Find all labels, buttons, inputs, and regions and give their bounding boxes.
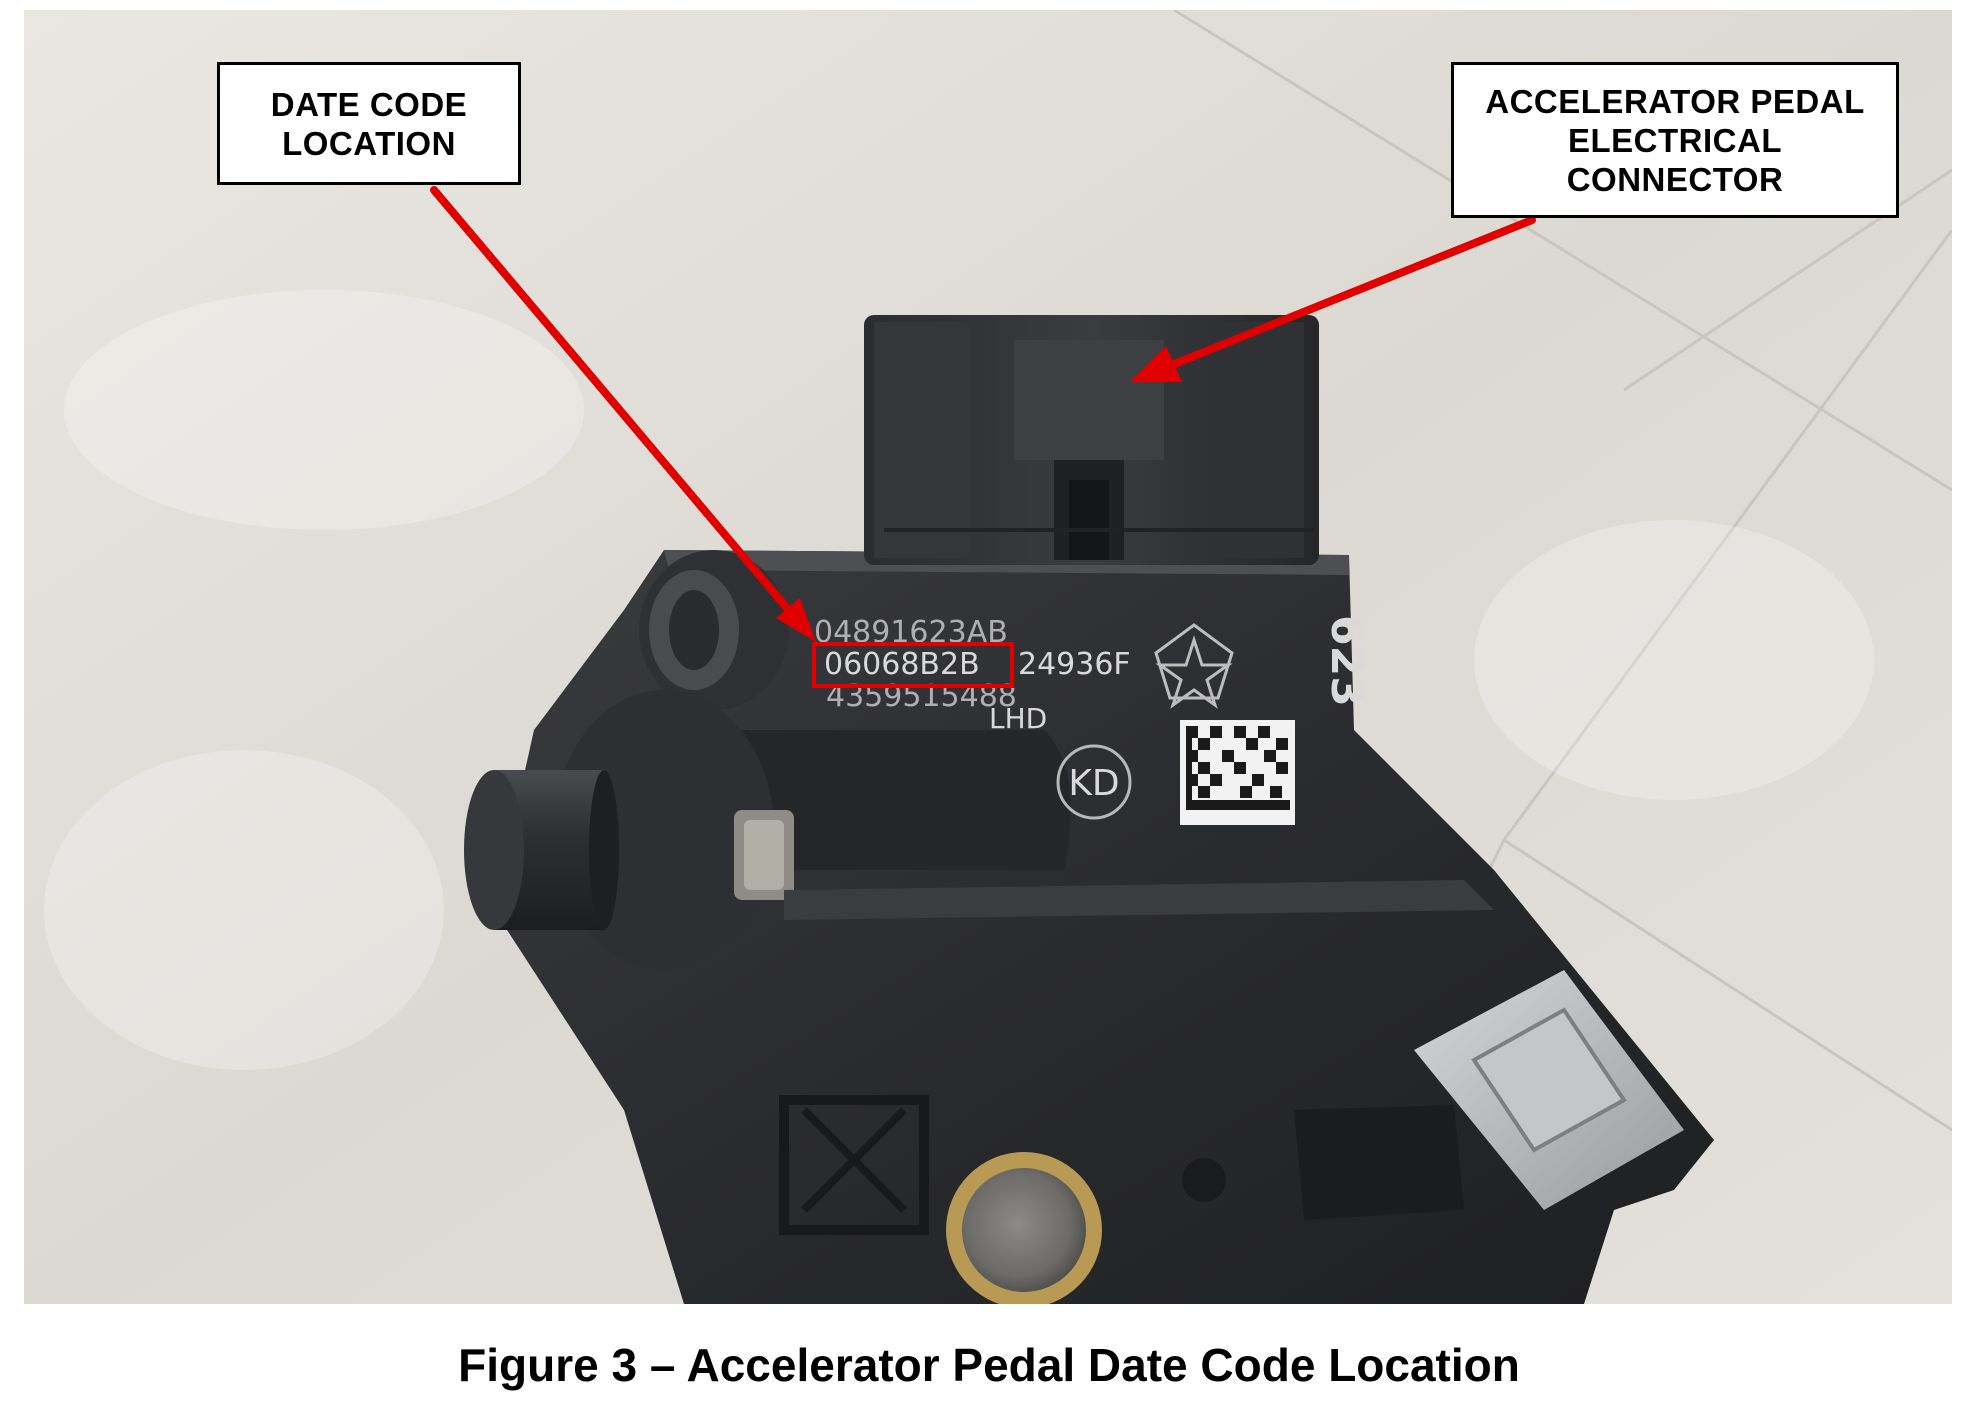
electrical-connector-callout: ACCELERATOR PEDAL ELECTRICAL CONNECTOR (1451, 62, 1899, 218)
pedal-photo: 04891623AB 06068B2B 24936F 4359515488 LH… (24, 10, 1952, 1304)
callout-line: DATE CODE (270, 85, 468, 123)
date-code-arrowhead (776, 598, 816, 642)
callout-line: LOCATION (282, 124, 456, 162)
hand-text: LHD (989, 702, 1047, 735)
pentastar-logo (1154, 623, 1234, 709)
pointer-arrows (430, 186, 1536, 642)
connector-arrow (1168, 216, 1536, 369)
suffix-text: 24936F (1018, 647, 1131, 682)
callout-line: ELECTRICAL (1568, 121, 1782, 159)
electrical-connector (864, 315, 1319, 565)
date-code-arrow (430, 186, 806, 630)
kd-mark-text: KD (1068, 763, 1119, 804)
mold-number-text: 623 (1321, 615, 1372, 707)
callout-line: CONNECTOR (1566, 160, 1784, 198)
data-matrix-code (1180, 720, 1295, 825)
date-code-text: 06068B2B (824, 647, 980, 682)
date-code-highlight-box (812, 642, 1014, 688)
callout-line: ACCELERATOR PEDAL (1485, 82, 1865, 120)
figure-caption: Figure 3 – Accelerator Pedal Date Code L… (458, 1339, 1520, 1391)
connector-arrowhead (1130, 346, 1182, 382)
metal-clip (1414, 970, 1684, 1210)
date-code-location-callout: DATE CODE LOCATION (217, 62, 521, 185)
